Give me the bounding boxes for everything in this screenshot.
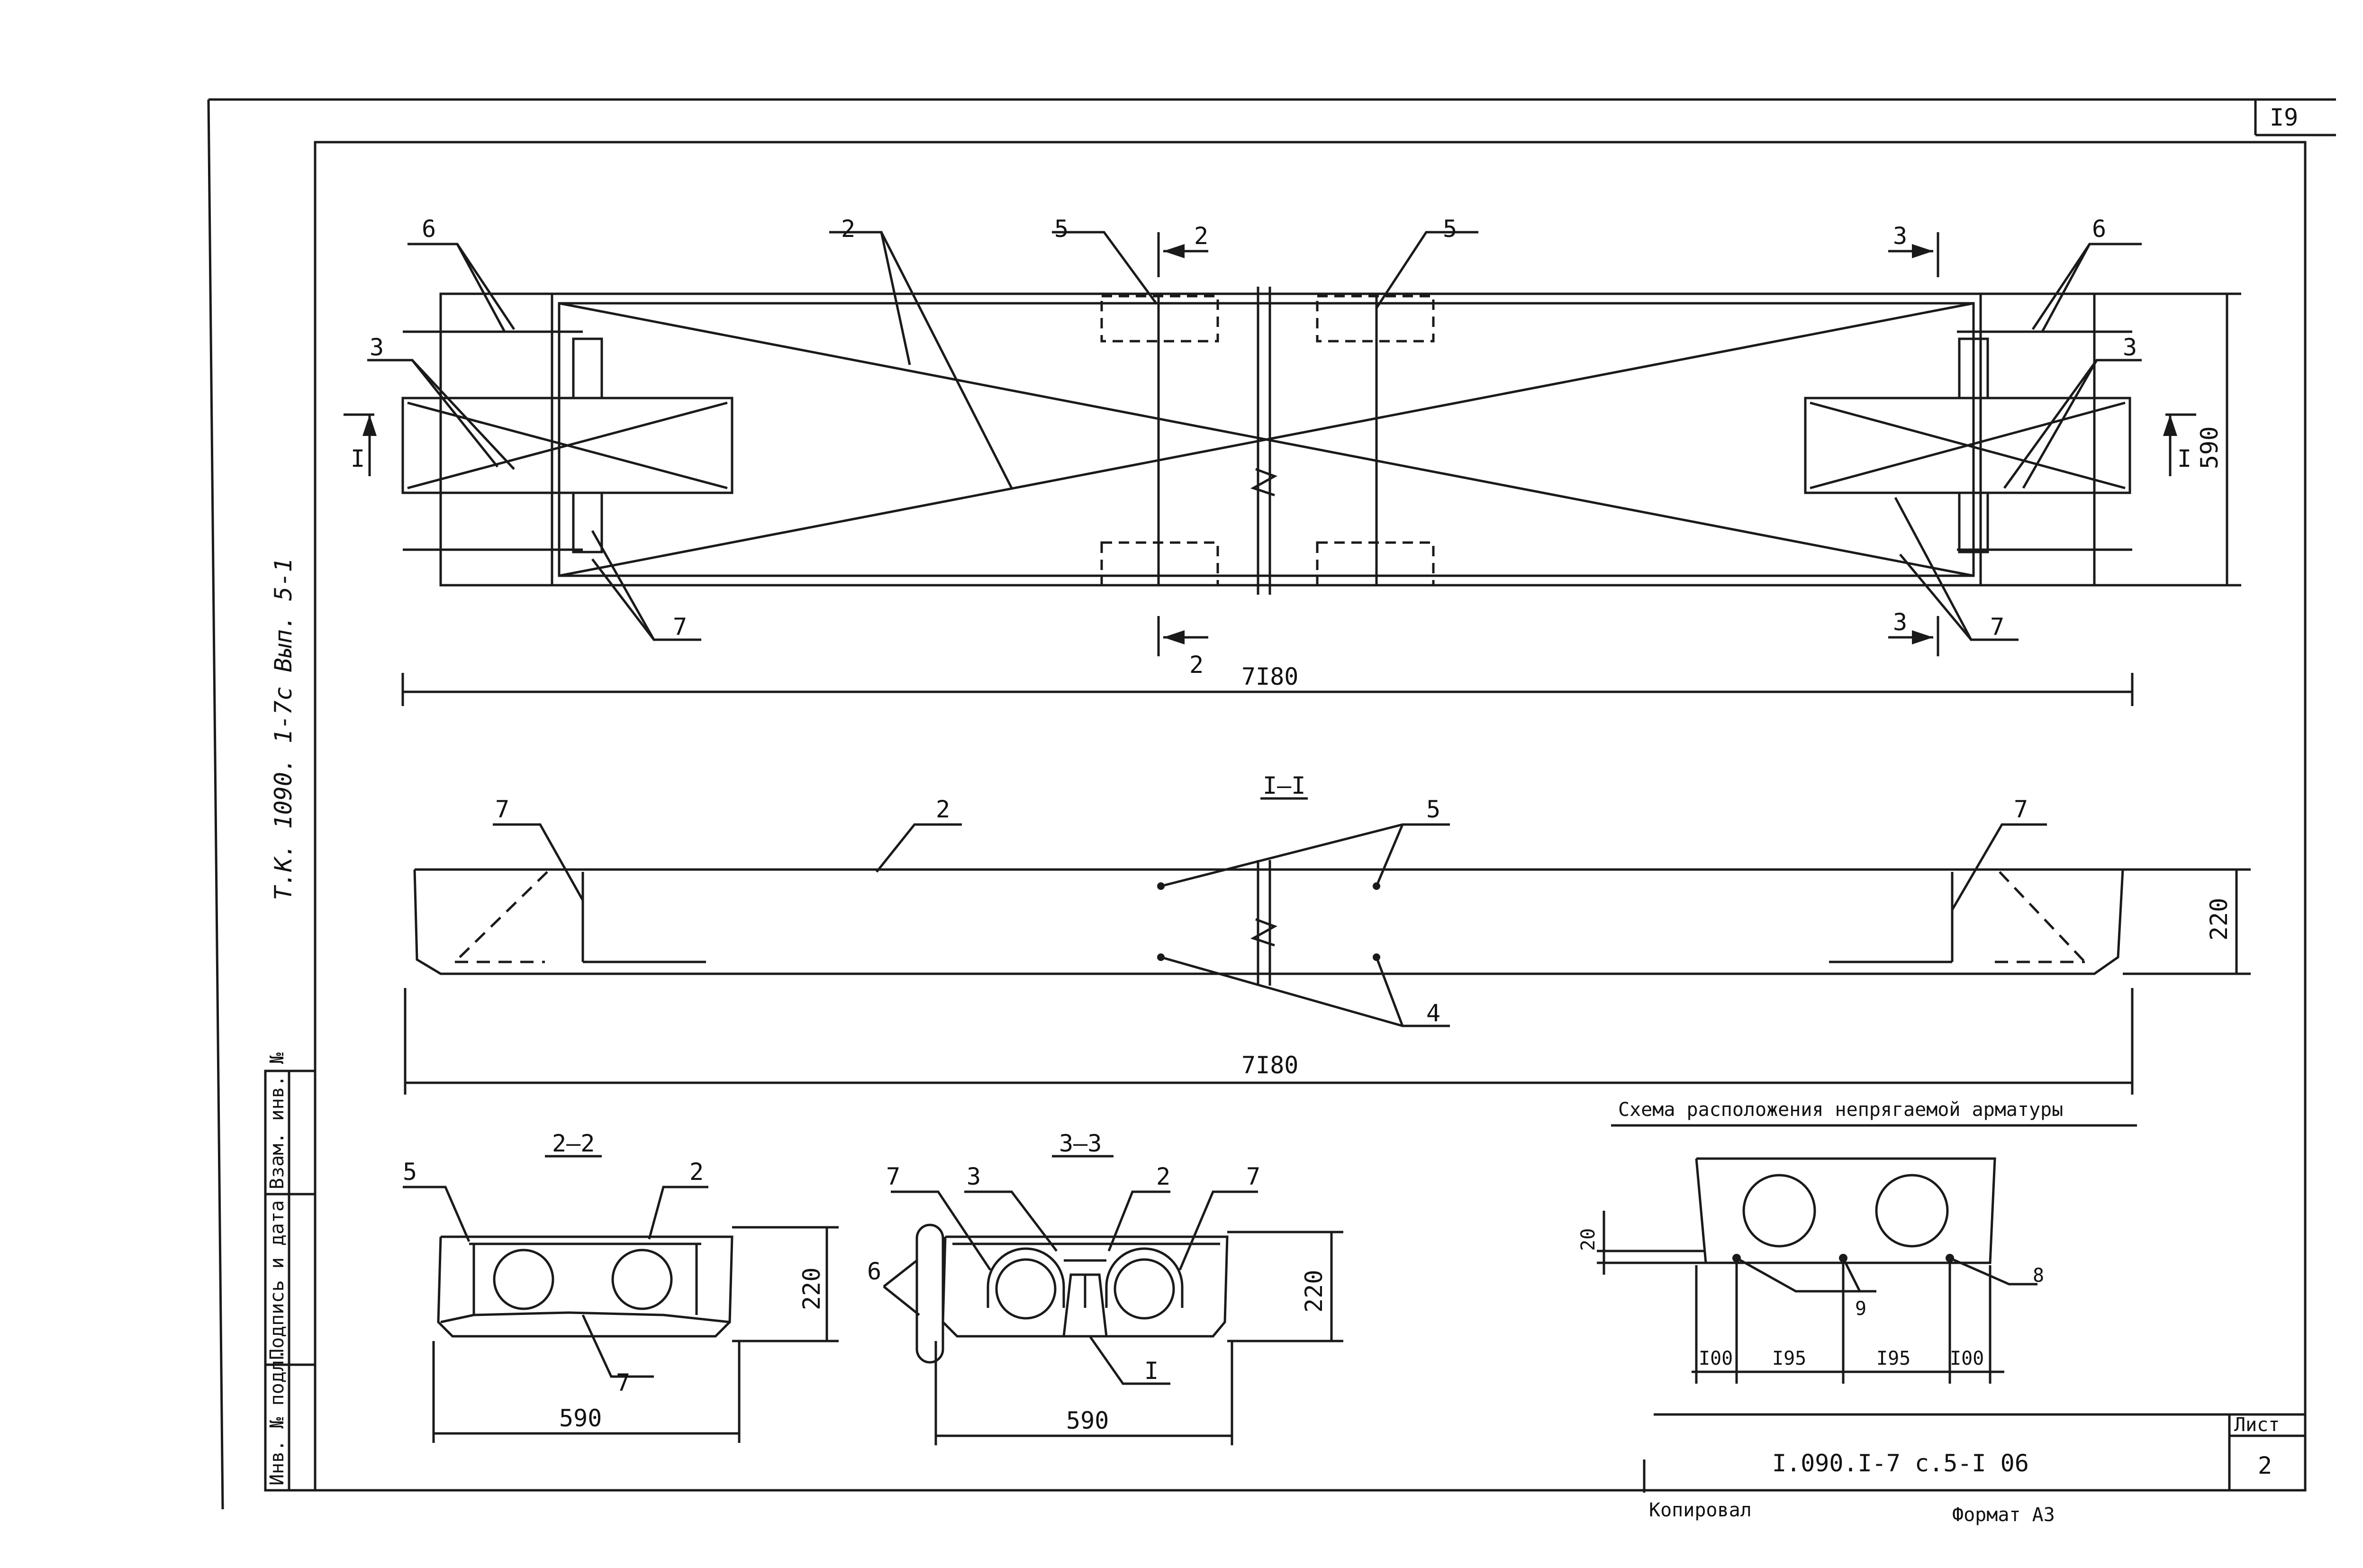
- plan-length-dim: 7I80: [1241, 663, 1298, 690]
- sheet-number: 2: [2258, 1452, 2272, 1479]
- plan-cut-label: I: [2177, 445, 2191, 472]
- scheme-spacing: I95: [1772, 1348, 1806, 1369]
- plan-callout: 3: [370, 334, 384, 361]
- side-note: Т.К. 1090. 1-7с Вып. 5-1: [270, 558, 297, 900]
- plan-callout: 7: [673, 613, 687, 641]
- section-2-height-dim: 220: [798, 1268, 825, 1310]
- scheme-spacing: I00: [1699, 1348, 1733, 1369]
- section-2-view: [403, 1155, 839, 1443]
- section-2-callout: 5: [403, 1158, 417, 1186]
- section-2-callout: 2: [689, 1158, 704, 1186]
- section-3-title: 3–3: [1059, 1130, 1102, 1157]
- section-2-width-dim: 590: [559, 1405, 602, 1432]
- plan-view: [344, 231, 2241, 706]
- sheet-label: Лист: [2234, 1414, 2280, 1436]
- stamp-cell-signature: Подпись и дата: [266, 1200, 288, 1360]
- section-1-height-dim: 220: [2205, 898, 2233, 941]
- stamp-cell-replaced: Взам. инв. №: [266, 1052, 288, 1189]
- section-3-view: [883, 1155, 1343, 1445]
- drawing-designation: I.090.I-7 с.5-I 06: [1772, 1450, 2029, 1477]
- stamp-cell-inv-no: Инв. № подл.: [266, 1349, 288, 1486]
- section-3-height-dim: 220: [1300, 1270, 1328, 1313]
- section-1-callout: 4: [1426, 999, 1440, 1027]
- inner-frame: [314, 141, 2307, 1492]
- plan-callout: 6: [2092, 215, 2106, 243]
- section-1-callout: 7: [2014, 796, 2028, 823]
- corner-sheet-number: I9: [2270, 104, 2298, 131]
- section-3-callout: I: [1144, 1357, 1159, 1385]
- plan-callout: 3: [2123, 334, 2137, 361]
- section-1-callout: 5: [1426, 796, 1440, 823]
- scheme-spacing: I95: [1876, 1348, 1910, 1369]
- plan-width-dim: 590: [2196, 426, 2223, 469]
- stamp-column: [264, 1070, 317, 1492]
- section-1-length-dim: 7I80: [1241, 1051, 1298, 1079]
- section-3-width-dim: 590: [1066, 1407, 1109, 1434]
- scheme-spacing: I00: [1950, 1348, 1984, 1369]
- plan-cut-label: 3: [1893, 222, 1907, 250]
- plan-callout: 5: [1443, 215, 1457, 243]
- scheme-callout: 8: [2033, 1265, 2044, 1287]
- scheme-title: Схема расположения непрягаемой арматуры: [1618, 1099, 2063, 1121]
- section-3-callout: 3: [967, 1163, 981, 1190]
- section-1-callout: 7: [495, 796, 509, 823]
- title-block: [1643, 1413, 2305, 1493]
- plan-cut-label: 2: [1194, 222, 1208, 250]
- scheme-view: [1597, 1124, 2137, 1384]
- plan-cut-label: 3: [1893, 608, 1907, 636]
- section-2-title: 2–2: [552, 1130, 595, 1157]
- section-1-view: [404, 797, 2251, 1095]
- section-3-callout: 7: [1246, 1163, 1260, 1190]
- section-3-callout: 6: [867, 1258, 881, 1285]
- section-1-callout: 2: [936, 796, 950, 823]
- plan-cut-label: I: [351, 445, 365, 472]
- plan-callout: 5: [1054, 215, 1068, 243]
- format-label: Формат А3: [1952, 1504, 2055, 1526]
- plan-callout: 2: [841, 215, 855, 243]
- plan-callout: 6: [422, 215, 436, 243]
- copied-label: Копировал: [1649, 1499, 1752, 1521]
- outer-border: [207, 98, 2336, 1510]
- section-3-callout: 7: [886, 1163, 900, 1190]
- section-3-callout: 2: [1156, 1163, 1170, 1190]
- plan-cut-label: 2: [1189, 651, 1204, 679]
- plan-callout: 7: [1990, 613, 2004, 641]
- scheme-callout: 9: [1855, 1298, 1866, 1320]
- section-1-title: I–I: [1263, 772, 1305, 799]
- scheme-cover-dim: 20: [1577, 1228, 1599, 1251]
- section-2-callout: 7: [616, 1369, 630, 1396]
